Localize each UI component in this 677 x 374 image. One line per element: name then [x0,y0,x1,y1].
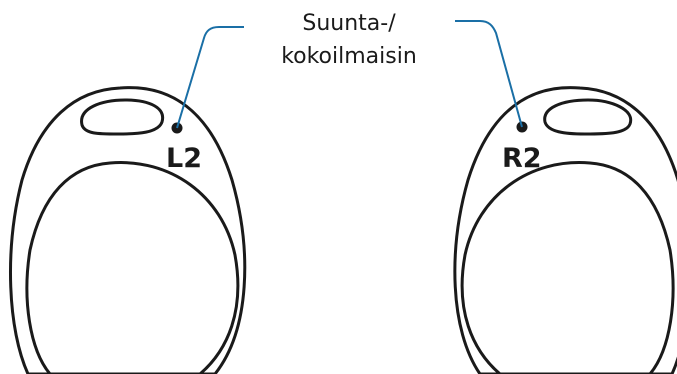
annotation-line-1: Suunta-/ [302,11,396,36]
right-earbud-label: R2 [502,143,542,174]
right-earbud-top-slot [543,98,633,136]
right-leader-line [455,20,523,128]
annotation-line-2: kokoilmaisin [281,44,417,69]
right-earbud: R2 [453,86,677,374]
left-earbud: L2 [9,86,247,374]
left-earbud-label: L2 [166,143,202,174]
left-earbud-top-slot [80,98,165,136]
left-leader-line [176,26,244,129]
